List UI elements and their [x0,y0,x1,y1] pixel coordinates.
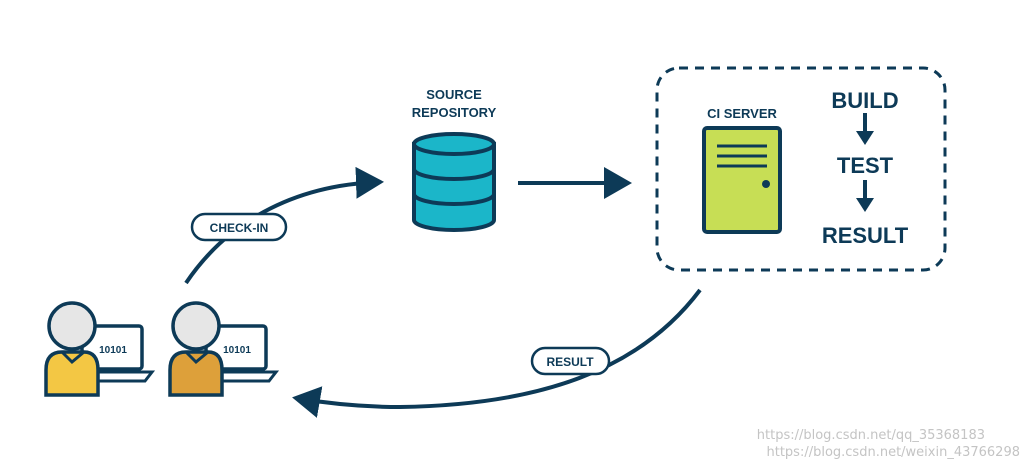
pipeline-build: BUILD [831,88,898,113]
source-repository: SOURCE REPOSITORY [412,87,497,232]
developer-1-screen-text: 10101 [99,345,127,356]
user-avatar-icon [168,301,224,397]
source-repository-label-line1: SOURCE [426,87,482,102]
arrow-down-icon [856,113,874,145]
pipeline-steps: BUILD TEST RESULT [822,88,909,248]
check-in-label: CHECK-IN [210,221,269,235]
watermark-line-1: https://blog.csdn.net/qq_35368183 [757,428,985,443]
ci-server-group: CI SERVER BUILD TEST RESULT [655,66,947,272]
user-avatar-icon [44,301,100,397]
result-pill: RESULT [530,346,611,376]
result-arrow [292,288,702,418]
watermark: https://blog.csdn.net/qq_35368183 https:… [757,428,1020,460]
ci-server-dashed-border [655,66,947,272]
pipeline-result: RESULT [822,223,909,248]
result-label: RESULT [546,355,594,369]
check-in-pill: CHECK-IN [190,212,288,242]
ci-server-label: CI SERVER [707,106,777,121]
developer-2-screen-text: 10101 [223,345,251,356]
server-icon [702,126,782,234]
arrow-down-icon [856,180,874,212]
database-icon [412,132,496,232]
developer-2: 10101 [168,301,280,397]
watermark-line-2: https://blog.csdn.net/weixin_43766298 [766,445,1020,460]
check-in-arrow [184,166,384,285]
source-repository-label-line2: REPOSITORY [412,105,497,120]
developer-1: 10101 [44,301,156,397]
pipeline-test: TEST [837,153,894,178]
